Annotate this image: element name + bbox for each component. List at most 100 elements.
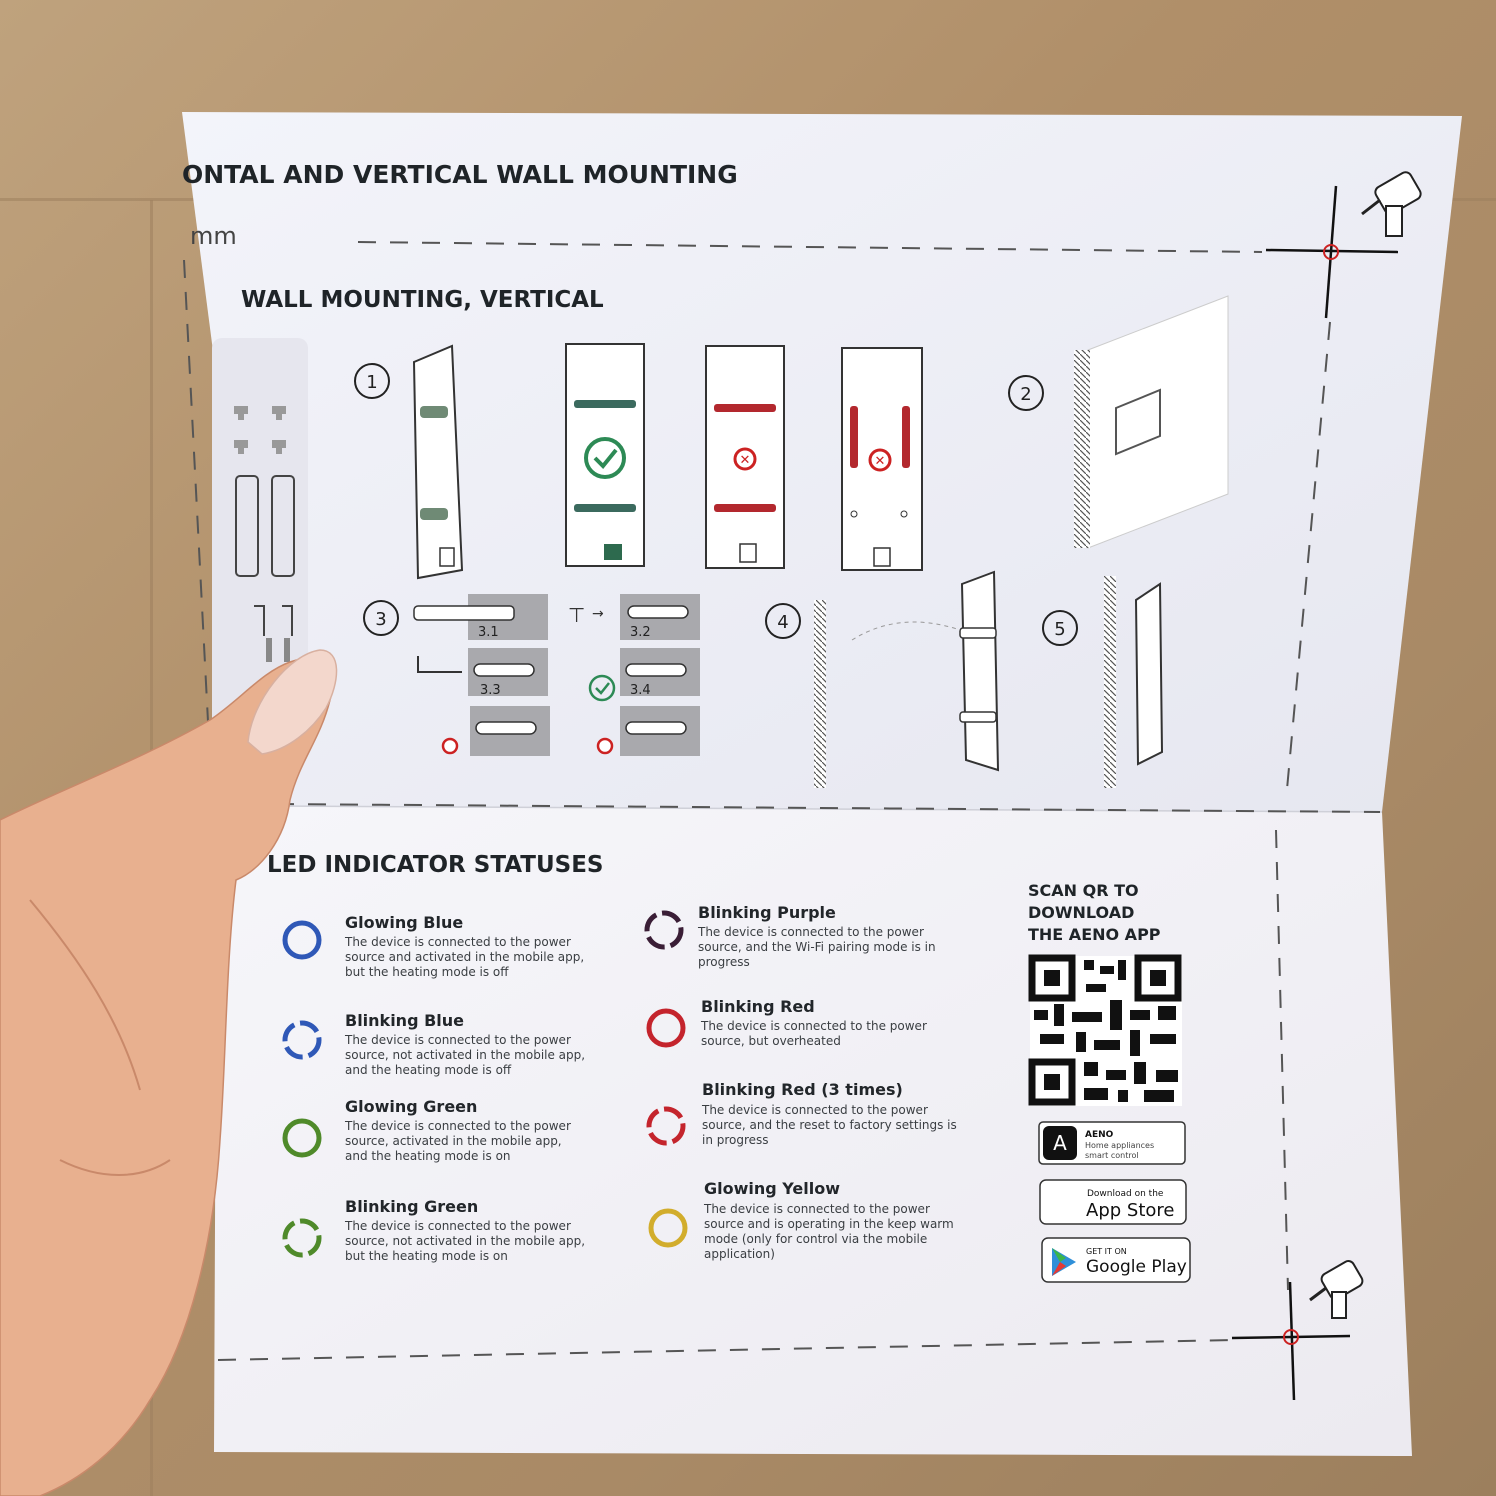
svg-text:The device is connected to the: The device is connected to the power — [344, 1119, 571, 1133]
svg-text:smart control: smart control — [1085, 1151, 1139, 1160]
led-ring-icon — [282, 1020, 322, 1060]
step-4-marker — [765, 603, 801, 639]
step-1-panel — [412, 344, 464, 580]
svg-text:source, but overheated: source, but overheated — [701, 1034, 841, 1048]
svg-text:in progress: in progress — [702, 1133, 769, 1147]
svg-text:source, activated in the mobil: source, activated in the mobile app, — [345, 1134, 562, 1148]
led-item-blinking-red-3-times: Blinking Red (3 times) The device is con… — [646, 1080, 957, 1147]
led-ring-icon — [648, 1208, 688, 1248]
svg-text:progress: progress — [698, 955, 750, 969]
step-3-label: 3 — [375, 609, 386, 630]
svg-text:Google Play: Google Play — [1086, 1257, 1187, 1277]
svg-text:Blinking Purple: Blinking Purple — [698, 903, 836, 922]
step-1-marker — [354, 363, 390, 399]
svg-text:mode (only for control via the: mode (only for control via the mobile — [704, 1232, 927, 1246]
led-ring-icon — [646, 1008, 686, 1048]
svg-text:Home appliances: Home appliances — [1085, 1141, 1154, 1150]
svg-text:GET IT ON: GET IT ON — [1086, 1247, 1127, 1256]
drill-icon — [1265, 171, 1422, 319]
svg-text:Glowing Yellow: Glowing Yellow — [704, 1179, 840, 1198]
cross-icon — [868, 448, 892, 472]
led-ring-icon — [282, 1118, 322, 1158]
mounting-title: WALL MOUNTING, VERTICAL — [241, 287, 604, 313]
substep-3-1: 3.1 — [478, 625, 499, 640]
substep-3-2: 3.2 — [630, 625, 651, 640]
svg-text:✕: ✕ — [875, 454, 886, 469]
step-4-label: 4 — [777, 612, 788, 633]
svg-text:Glowing Blue: Glowing Blue — [345, 913, 463, 932]
scan-line-1: SCAN QR TO — [1028, 881, 1139, 900]
svg-text:Download on the: Download on the — [1087, 1189, 1164, 1199]
svg-text:The device is connected to the: The device is connected to the power — [700, 1019, 927, 1033]
header-unit: mm — [190, 222, 237, 250]
app-store-badge[interactable]: Download on the App Store — [1039, 1179, 1187, 1225]
led-ring-icon — [646, 1106, 686, 1146]
svg-text:Blinking Blue: Blinking Blue — [345, 1011, 464, 1030]
scan-line-3: THE AENO APP — [1028, 925, 1161, 944]
svg-text:application): application) — [704, 1247, 775, 1261]
step-3-drawings: 3.1 ⊤ → 3.2 3.3 3.4 — [413, 594, 700, 756]
svg-text:but the heating mode is on: but the heating mode is on — [345, 1249, 508, 1263]
led-item-blinking-green: Blinking Green The device is connected t… — [282, 1197, 585, 1263]
led-item-glowing-green: Glowing Green The device is connected to… — [282, 1097, 571, 1163]
svg-text:The device is connected to the: The device is connected to the power — [701, 1103, 928, 1117]
led-item-blinking-red: Blinking Red The device is connected to … — [646, 997, 927, 1048]
step-5-label: 5 — [1054, 619, 1065, 640]
cut-line-bottom — [217, 1339, 1237, 1361]
wall-drawing-4 — [814, 570, 1000, 788]
fingernail-icon — [247, 649, 338, 755]
parts-kit — [212, 338, 308, 758]
svg-text:Glowing Green: Glowing Green — [345, 1097, 477, 1116]
led-ring-icon — [282, 920, 322, 960]
step-3-marker — [363, 600, 399, 636]
header-title: ONTAL AND VERTICAL WALL MOUNTING — [182, 160, 738, 189]
led-item-blinking-purple: Blinking Purple The device is connected … — [644, 903, 936, 969]
panel-wrong-2: ✕ — [841, 347, 923, 571]
cut-line-right-top — [1285, 321, 1331, 801]
svg-text:source, and the Wi-Fi pairing: source, and the Wi-Fi pairing mode is in — [698, 940, 936, 954]
led-item-glowing-blue: Glowing Blue The device is connected to … — [282, 913, 584, 979]
svg-text:The device is connected to the: The device is connected to the power — [344, 935, 571, 949]
svg-text:Blinking Green: Blinking Green — [345, 1197, 478, 1216]
check-icon — [584, 437, 626, 479]
svg-text:The device is connected to the: The device is connected to the power — [703, 1202, 930, 1216]
svg-text:The device is connected to the: The device is connected to the power — [344, 1033, 571, 1047]
svg-text:Blinking Red: Blinking Red — [701, 997, 815, 1016]
step-2-label: 2 — [1020, 384, 1031, 405]
qr-code[interactable] — [1028, 954, 1182, 1106]
google-play-badge[interactable]: GET IT ON Google Play — [1041, 1237, 1191, 1283]
svg-text:source and activated in the mo: source and activated in the mobile app, — [345, 950, 584, 964]
svg-text:source and is operating in the: source and is operating in the keep warm — [704, 1217, 954, 1231]
scan-line-2: DOWNLOAD — [1028, 903, 1134, 922]
cut-line-left-top — [183, 259, 211, 761]
cut-line-right-bottom — [1275, 829, 1289, 1291]
cut-line-top — [357, 241, 1263, 253]
led-ring-icon — [644, 910, 684, 950]
svg-text:AENO: AENO — [1085, 1130, 1114, 1140]
svg-text:App Store: App Store — [1086, 1200, 1174, 1221]
svg-text:⊤: ⊤ — [568, 603, 585, 627]
wall-drawing-2 — [1074, 295, 1229, 549]
panel-wrong-1: ✕ — [705, 345, 785, 569]
aeno-logo-icon: A — [1053, 1131, 1067, 1155]
svg-text:but the heating mode is off: but the heating mode is off — [345, 965, 509, 979]
led-title: LED INDICATOR STATUSES — [267, 852, 603, 878]
step-2-marker — [1008, 375, 1044, 411]
aeno-app-badge[interactable]: A AENO Home appliances smart control — [1038, 1121, 1186, 1165]
drill-icon — [1231, 1260, 1364, 1401]
svg-text:source, not activated in the m: source, not activated in the mobile app, — [345, 1048, 585, 1062]
led-ring-icon — [282, 1218, 322, 1258]
substep-3-4: 3.4 — [630, 683, 651, 698]
wall-drawing-5 — [1104, 576, 1164, 788]
cross-icon — [733, 447, 757, 471]
panel-correct — [565, 343, 645, 567]
svg-text:✕: ✕ — [740, 453, 751, 468]
svg-text:The device is connected to the: The device is connected to the power — [697, 925, 924, 939]
substep-3-3: 3.3 — [480, 683, 501, 698]
svg-text:source, not activated in the m: source, not activated in the mobile app, — [345, 1234, 585, 1248]
svg-text:Blinking Red (3 times): Blinking Red (3 times) — [702, 1080, 903, 1099]
svg-text:The device is connected to the: The device is connected to the power — [344, 1219, 571, 1233]
svg-text:→: → — [592, 606, 604, 622]
